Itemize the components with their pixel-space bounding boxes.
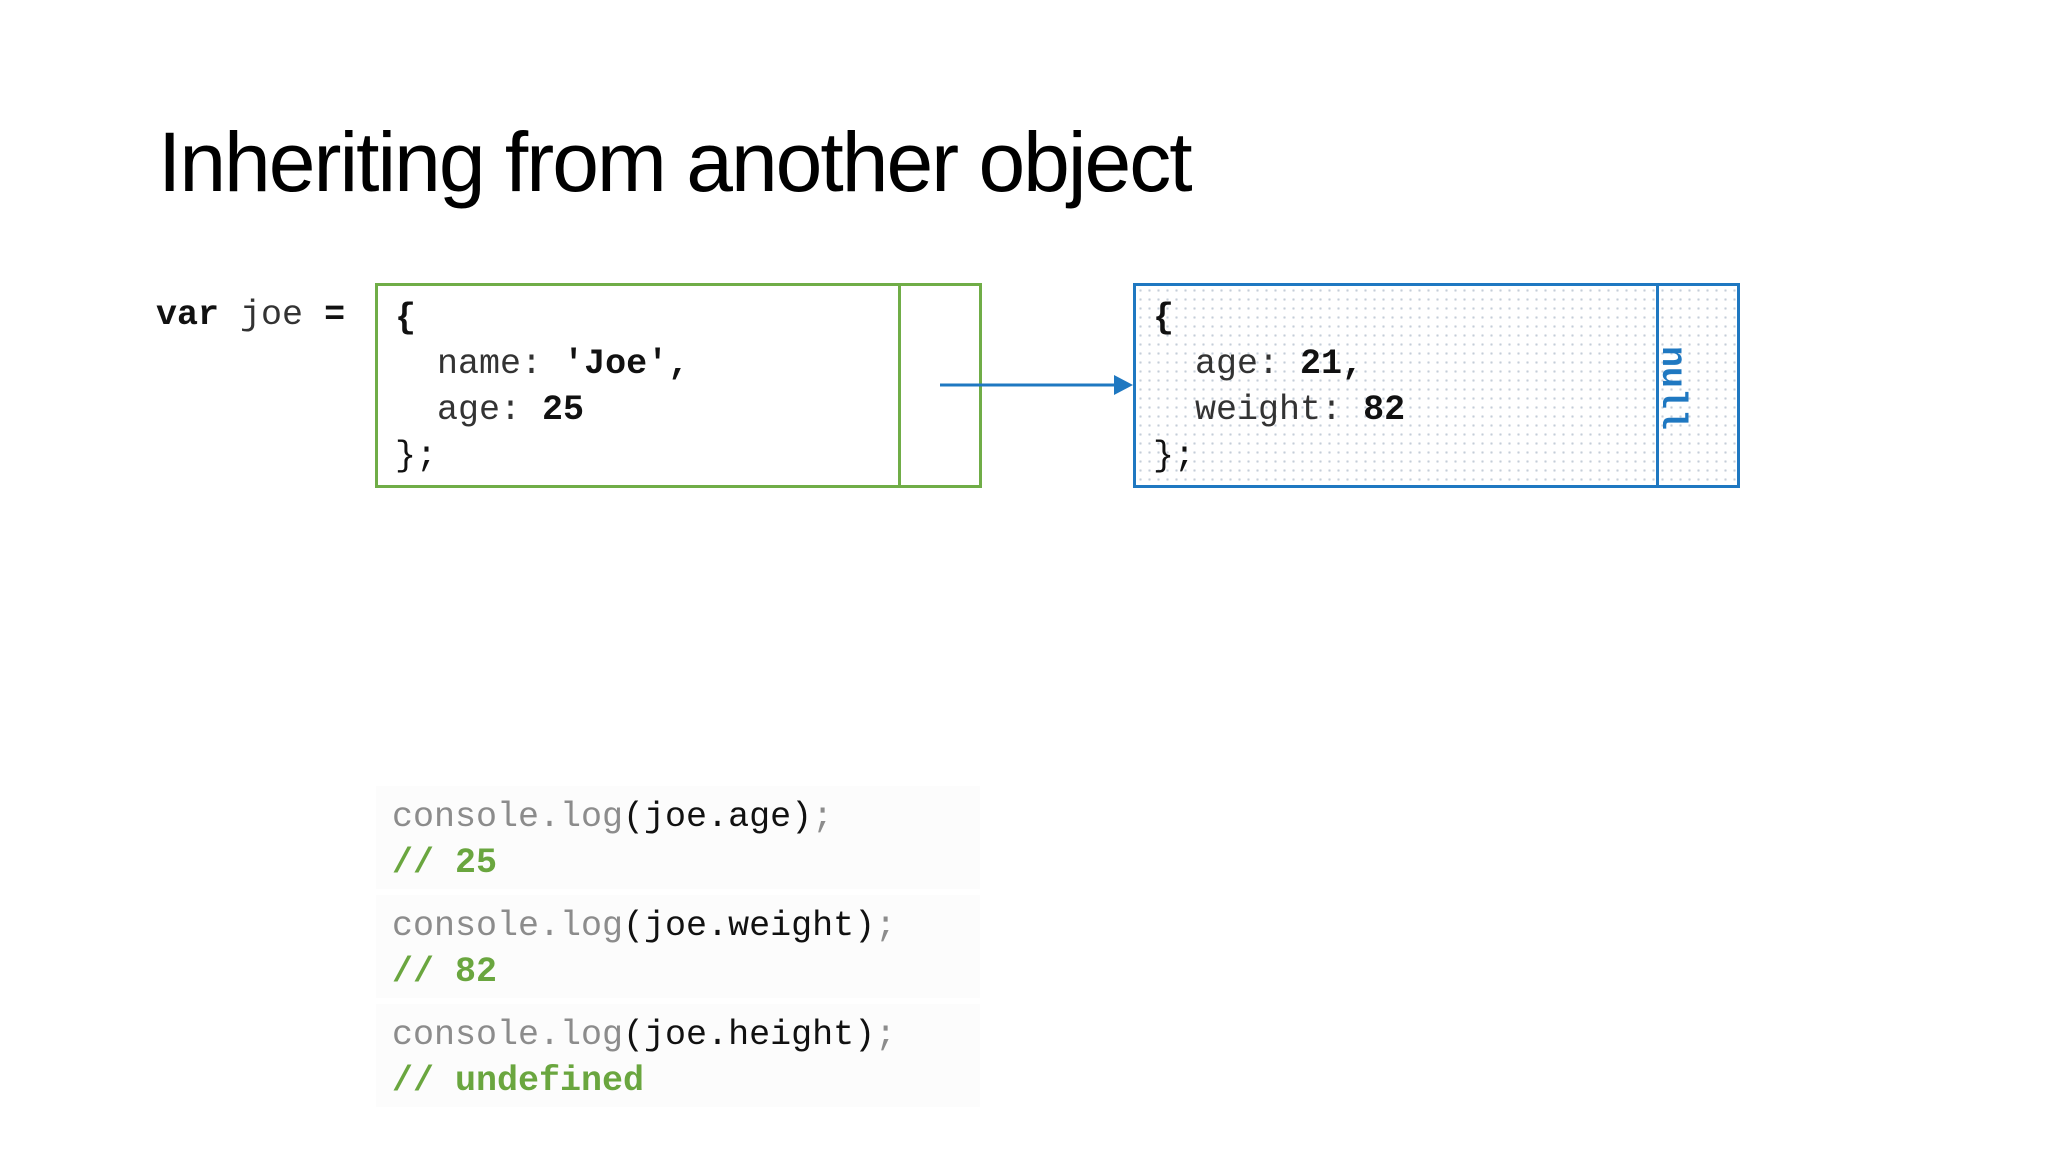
prop-value: 82 — [1363, 390, 1406, 430]
close-brace: }; — [1153, 436, 1196, 476]
prototype-object-box: { age: 21, weight: 82 }; — [1133, 283, 1740, 488]
result-comment: // undefined — [392, 1061, 645, 1101]
prop-key: age: — [437, 390, 522, 430]
console-code: console.log(joe.age); // 25 — [392, 794, 833, 886]
open-brace: { — [1153, 298, 1175, 338]
null-prototype-label: null — [1652, 345, 1692, 431]
semicolon: ; — [875, 906, 897, 946]
prototype-object-code: { age: 21, weight: 82 }; — [1153, 295, 1405, 479]
prop-key: name: — [437, 344, 543, 384]
console-code: console.log(joe.weight); // 82 — [392, 903, 896, 995]
console-log-arg: (joe.age) — [623, 797, 813, 837]
prop-key: age: — [1195, 344, 1280, 384]
prop-key: weight: — [1195, 390, 1343, 430]
joe-object-code: { name: 'Joe', age: 25 }; — [395, 295, 689, 479]
prop-value: 25 — [542, 390, 585, 430]
arrow-head-icon — [1114, 375, 1133, 395]
result-comment: // 82 — [392, 952, 498, 992]
result-comment: // 25 — [392, 843, 498, 883]
prototype-slot-divider — [898, 286, 901, 485]
console-example: console.log(joe.height); // undefined — [376, 1004, 980, 1107]
console-log-arg: (joe.height) — [623, 1015, 876, 1055]
console-log-call: console.log — [392, 906, 624, 946]
var-declaration: var joe = — [156, 292, 345, 338]
open-brace: { — [395, 298, 417, 338]
semicolon: ; — [812, 797, 834, 837]
console-log-call: console.log — [392, 797, 624, 837]
prototype-slot-divider — [1656, 286, 1659, 485]
console-log-arg: (joe.weight) — [623, 906, 876, 946]
var-keyword: var — [156, 295, 220, 335]
close-brace: }; — [395, 436, 438, 476]
console-log-call: console.log — [392, 1015, 624, 1055]
assign-operator: = — [324, 295, 346, 335]
slide-title: Inheriting from another object — [158, 115, 1193, 209]
prop-value: 21, — [1300, 344, 1364, 384]
console-example: console.log(joe.age); // 25 — [376, 786, 980, 889]
console-example: console.log(joe.weight); // 82 — [376, 895, 980, 998]
console-code: console.log(joe.height); // undefined — [392, 1012, 896, 1104]
prop-value: 'Joe', — [563, 344, 690, 384]
semicolon: ; — [875, 1015, 897, 1055]
var-name: joe — [240, 295, 304, 335]
